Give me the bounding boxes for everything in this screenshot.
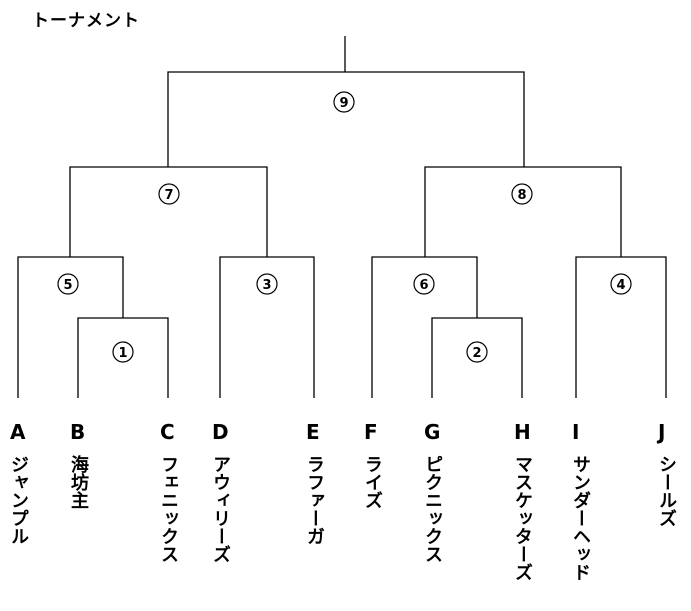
match-number-7-text: 7 bbox=[164, 188, 173, 203]
team-f-letter: F bbox=[364, 420, 378, 444]
match-number-5-text: 5 bbox=[63, 278, 72, 293]
team-d-letter: D bbox=[212, 420, 229, 444]
match-number-9: 9 bbox=[333, 91, 355, 113]
match-number-1-text: 1 bbox=[118, 346, 127, 361]
team-d-name: アウィリーズ bbox=[210, 455, 231, 563]
team-a-name: ジャンプル bbox=[8, 455, 29, 545]
team-e-name: ラファーガ bbox=[304, 455, 325, 545]
bracket-match-8-lines bbox=[424, 166, 622, 257]
team-b-letter: B bbox=[70, 420, 86, 444]
match-number-1: 1 bbox=[112, 341, 134, 363]
bracket-match-9-lines bbox=[167, 71, 525, 167]
team-h-letter: H bbox=[514, 420, 531, 444]
match-number-6: 6 bbox=[413, 273, 435, 295]
match-number-5: 5 bbox=[57, 273, 79, 295]
team-i-name: サンダーヘッド bbox=[570, 455, 591, 581]
match-number-2-text: 2 bbox=[472, 346, 481, 361]
team-j-name: シールズ bbox=[656, 455, 677, 527]
team-g-letter: G bbox=[424, 420, 441, 444]
team-h-name: マスケッターズ bbox=[512, 455, 533, 581]
match-number-4-text: 4 bbox=[616, 278, 625, 293]
team-c-name: フェニックス bbox=[158, 455, 179, 563]
match-number-9-text: 9 bbox=[339, 96, 348, 111]
match-number-4: 4 bbox=[610, 273, 632, 295]
team-j-letter: J bbox=[658, 420, 666, 444]
match-number-3: 3 bbox=[256, 273, 278, 295]
team-f-name: ライズ bbox=[362, 455, 383, 509]
match-number-3-text: 3 bbox=[262, 278, 271, 293]
bracket-match-7-lines bbox=[69, 166, 268, 257]
team-b-name: 海坊主 bbox=[68, 455, 89, 509]
match-number-6-text: 6 bbox=[419, 278, 428, 293]
team-i-letter: I bbox=[572, 420, 580, 444]
match-number-8: 8 bbox=[511, 183, 533, 205]
team-e-letter: E bbox=[306, 420, 320, 444]
team-c-letter: C bbox=[160, 420, 175, 444]
match-number-2: 2 bbox=[466, 341, 488, 363]
match-number-8-text: 8 bbox=[517, 188, 526, 203]
page-title: トーナメント bbox=[32, 11, 140, 31]
match-number-7: 7 bbox=[158, 183, 180, 205]
team-a-letter: A bbox=[10, 420, 26, 444]
team-g-name: ピクニックス bbox=[422, 455, 443, 563]
